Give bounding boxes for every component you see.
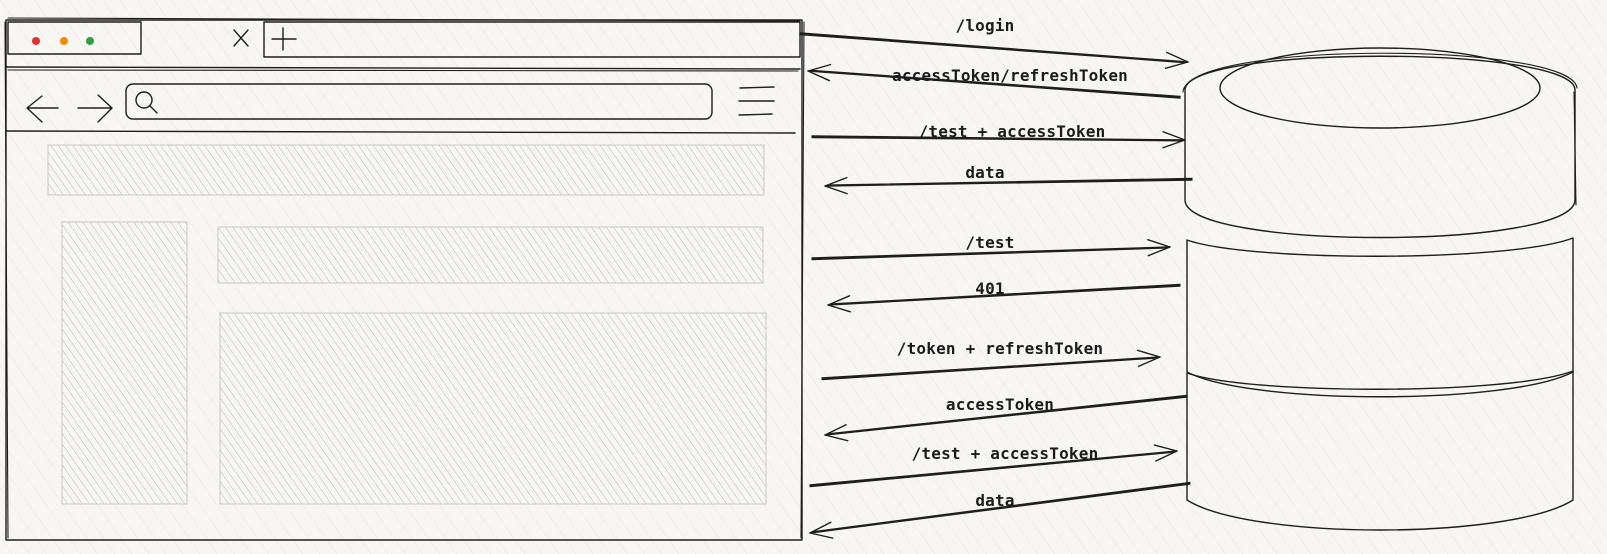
- arrowhead-icon: [1164, 51, 1189, 70]
- arrowhead-icon: [1136, 349, 1161, 368]
- minimize-dot-icon[interactable]: [60, 37, 68, 45]
- message-label: /login: [956, 16, 1015, 35]
- message-arrow-line: [824, 177, 1193, 187]
- tab-strip: [7, 21, 801, 58]
- database-top-ellipse: [1219, 47, 1541, 129]
- message-arrow-line: [827, 283, 1181, 306]
- message-label: /test + accessToken: [912, 444, 1099, 463]
- toolbar-divider: [5, 130, 796, 134]
- arrowhead-icon: [824, 424, 849, 442]
- tab-divider: [5, 66, 801, 70]
- new-tab-area[interactable]: [263, 21, 801, 58]
- arrowhead-icon: [1162, 131, 1186, 149]
- new-tab-plus-icon[interactable]: [271, 27, 297, 51]
- message-label: /test: [965, 233, 1014, 252]
- tab-close-icon[interactable]: [233, 29, 249, 47]
- message-label: accessToken/refreshToken: [892, 66, 1128, 85]
- search-icon: [135, 91, 158, 114]
- address-bar[interactable]: [125, 83, 713, 120]
- message-label: /test + accessToken: [919, 122, 1106, 141]
- active-tab[interactable]: [7, 21, 142, 55]
- message-3: /test + accessToken: [811, 122, 1186, 149]
- hamburger-menu-icon[interactable]: [738, 86, 775, 116]
- title-placeholder-block: [217, 226, 764, 284]
- messages: /login accessToken/refreshToken/test + ac…: [799, 16, 1193, 539]
- back-arrow-icon[interactable]: [26, 95, 59, 123]
- page-content: [47, 144, 767, 505]
- message-label: /token + refreshToken: [897, 339, 1104, 358]
- message-9: /test + accessToken: [809, 444, 1178, 488]
- message-label: accessToken: [946, 395, 1054, 414]
- toolbar: [26, 83, 775, 123]
- message-arrow-line: [799, 32, 1189, 64]
- message-arrow-line: [807, 69, 1181, 99]
- sidebar-placeholder-block: [61, 221, 188, 505]
- arrowhead-icon: [809, 521, 834, 539]
- message-arrow-line: [809, 450, 1178, 488]
- message-label: 401: [975, 279, 1005, 298]
- message-2: accessToken/refreshToken: [807, 63, 1181, 99]
- database-bottom-section: [1186, 370, 1574, 531]
- message-6: 401: [827, 279, 1181, 313]
- arrowhead-icon: [1147, 238, 1171, 257]
- message-5: /test: [811, 233, 1171, 261]
- message-arrow-line: [824, 394, 1188, 436]
- message-8: accessToken: [824, 394, 1188, 442]
- forward-arrow-icon[interactable]: [77, 94, 113, 123]
- body-placeholder-block: [219, 312, 767, 505]
- header-placeholder-block: [47, 144, 765, 196]
- arrowhead-icon: [1153, 444, 1178, 462]
- message-label: data: [975, 491, 1014, 510]
- message-4: data: [824, 163, 1193, 195]
- server-database: [1182, 47, 1578, 531]
- message-label: data: [965, 163, 1004, 182]
- arrowhead-icon: [824, 176, 848, 195]
- database-top-section: [1182, 47, 1578, 239]
- message-10: data: [809, 481, 1191, 539]
- message-arrow-line: [809, 481, 1191, 534]
- message-arrow-line: [811, 246, 1171, 261]
- maximize-dot-icon[interactable]: [86, 37, 94, 45]
- message-1: /login: [799, 16, 1189, 70]
- message-arrow-line: [821, 356, 1161, 381]
- message-7: /token + refreshToken: [821, 339, 1161, 381]
- close-dot-icon[interactable]: [32, 37, 40, 45]
- browser-window: [4, 17, 805, 541]
- message-arrow-line: [811, 135, 1186, 142]
- arrowhead-icon: [807, 63, 832, 82]
- arrowhead-icon: [827, 295, 852, 313]
